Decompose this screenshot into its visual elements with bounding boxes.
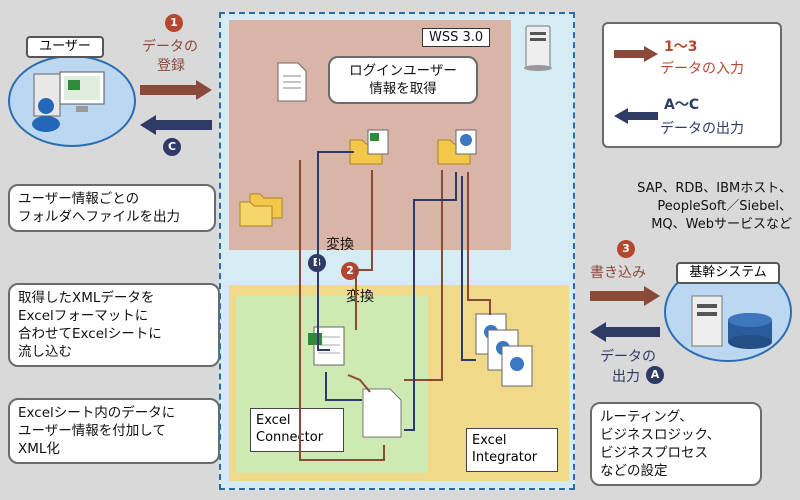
routing-line4: などの設定 — [600, 463, 668, 479]
xml-callout-line2: Excelフォーマットに — [18, 308, 149, 324]
folder-callout-line2: フォルダへファイルを出力 — [18, 209, 180, 225]
xml-callout-line1: 取得したXMLデータを — [18, 290, 155, 306]
connector-box: Excel Connector — [250, 408, 344, 452]
stepC-badge: C — [163, 138, 181, 156]
xml-callout: 取得したXMLデータを Excelフォーマットに 合わせてExcelシートに 流… — [8, 283, 220, 367]
legend-out-range: A～C — [664, 97, 700, 113]
stepC-arrow — [140, 115, 212, 135]
legend-box: 1～3 データの入力 A～C データの出力 — [602, 22, 782, 148]
xml-callout-line3: 合わせてExcelシートに — [18, 326, 162, 342]
core-system-label: 基幹システム — [689, 265, 767, 280]
wss-label: WSS 3.0 — [422, 28, 491, 47]
convert-b-label: 変換 — [326, 237, 354, 253]
core-server-icon — [688, 294, 778, 354]
xml-doc-icon — [362, 388, 402, 438]
user-pc-icon — [30, 68, 110, 132]
routing-line2: ビジネスロジック、 — [600, 427, 721, 443]
step1-arrow — [140, 80, 212, 100]
user-label: ユーザー — [39, 39, 91, 54]
convert-2-badge: 2 — [341, 262, 359, 280]
routing-line1: ルーティング、 — [600, 409, 693, 425]
integrator-box: Excel Integrator — [466, 428, 558, 472]
step1-badge: 1 — [165, 14, 183, 32]
stepA-label-2: 出力 — [612, 369, 640, 385]
step3-label: 書き込み — [590, 265, 646, 281]
excel-folder-icon — [348, 128, 392, 166]
connector-line1: Excel — [256, 413, 291, 428]
legend-in-range: 1～3 — [664, 39, 698, 55]
excel-xml-callout-line3: XML化 — [18, 441, 60, 457]
systems-line3: MQ、Webサービスなど — [651, 217, 792, 232]
step1-label-1: データの — [142, 39, 198, 55]
folder-callout: ユーザー情報ごとの フォルダへファイルを出力 — [8, 184, 216, 232]
xml-callout-line4: 流し込む — [18, 344, 72, 360]
step1-label-2: 登録 — [157, 58, 185, 74]
xml-folder-icon — [436, 128, 480, 166]
login-callout-line1: ログインユーザー — [349, 63, 457, 79]
folder-callout-line1: ユーザー情報ごとの — [18, 191, 140, 207]
login-callout: ログインユーザー 情報を取得 — [328, 56, 478, 104]
legend-in-label: データの入力 — [660, 61, 744, 77]
stepA-arrow — [590, 322, 660, 342]
routing-callout: ルーティング、 ビジネスロジック、 ビジネスプロセス などの設定 — [590, 402, 762, 486]
legend-out-arrow — [614, 108, 658, 124]
integrator-line1: Excel — [472, 433, 507, 448]
legend-out-label: データの出力 — [660, 121, 744, 137]
xml-stack-icon — [474, 312, 538, 392]
systems-line2: PeopleSoft／Siebel、 — [657, 199, 792, 214]
legend-in-arrow — [614, 46, 658, 62]
integrator-line2: Integrator — [472, 450, 538, 465]
stepA-badge: A — [646, 366, 664, 384]
wss-server-icon — [523, 24, 553, 72]
login-callout-line2: 情報を取得 — [369, 81, 437, 97]
routing-line3: ビジネスプロセス — [600, 445, 708, 461]
login-doc-icon — [277, 62, 307, 102]
core-system-label-box: 基幹システム — [676, 262, 780, 284]
excel-xml-callout-line1: Excelシート内のデータに — [18, 405, 176, 421]
systems-list: SAP、RDB、IBMホスト、 PeopleSoft／Siebel、 MQ、We… — [614, 180, 792, 234]
excel-xml-callout-line2: ユーザー情報を付加して — [18, 423, 166, 439]
user-label-box: ユーザー — [26, 36, 104, 58]
systems-line1: SAP、RDB、IBMホスト、 — [637, 181, 792, 196]
stepA-label-1: データの — [600, 349, 656, 365]
step3-arrow — [590, 286, 660, 306]
user-folders-icon — [238, 190, 284, 228]
step3-badge: 3 — [617, 240, 635, 258]
convert-2-label: 変換 — [346, 289, 374, 305]
excel-xml-callout: Excelシート内のデータに ユーザー情報を付加して XML化 — [8, 398, 220, 464]
connector-line2: Connector — [256, 430, 324, 445]
